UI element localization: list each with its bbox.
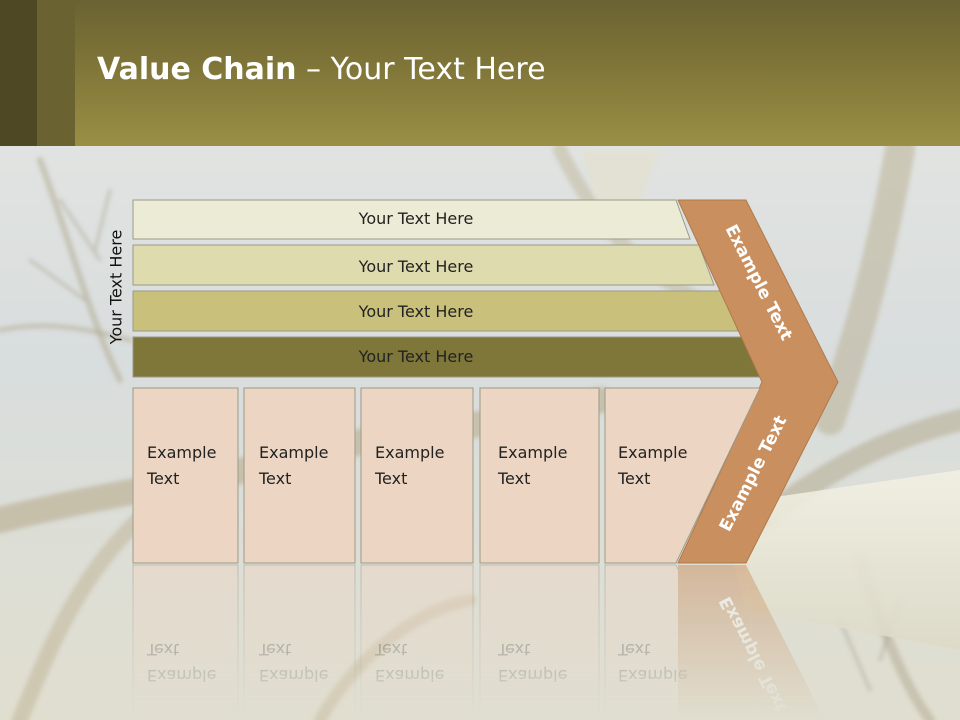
activity-box-1-line1: Example: [147, 443, 216, 462]
reflection-text-1b: Text: [146, 640, 179, 659]
reflection-text-3: Example: [375, 666, 444, 685]
activity-box-4-line2: Text: [497, 469, 530, 488]
activity-row-4-label: Your Text Here: [358, 347, 474, 366]
activity-row-4: Your Text Here: [132, 336, 763, 378]
activity-box-3-line1: Example: [375, 443, 444, 462]
activity-row-2-shape: [132, 244, 715, 286]
activity-row-2: Your Text Here: [132, 244, 715, 286]
reflection-text-5b: Text: [617, 640, 650, 659]
value-chevron-shape: [677, 199, 839, 564]
activity-rows: Your Text Here Your Text Here Your Text …: [132, 199, 763, 378]
activity-box-3-shape: [360, 387, 474, 564]
title-band-accent-mid: [37, 0, 75, 146]
reflection-text-4b: Text: [497, 640, 530, 659]
slide-title-rest: – Your Text Here: [296, 52, 546, 87]
title-band: [0, 0, 960, 146]
activity-box-5-line2: Text: [617, 469, 650, 488]
activity-row-1-label: Your Text Here: [358, 209, 474, 228]
activity-row-3: Your Text Here: [132, 290, 739, 332]
reflection-text-2: Example: [259, 666, 328, 685]
activity-box-2-line1: Example: [259, 443, 328, 462]
activity-box-1-line2: Text: [146, 469, 179, 488]
activity-box-5-line1: Example: [618, 443, 687, 462]
reflection-text-1: Example: [147, 666, 216, 685]
reflection-text-2b: Text: [258, 640, 291, 659]
title-band-accent-dark: [0, 0, 37, 146]
slide-title: Value Chain – Your Text Here: [97, 52, 546, 88]
activity-row-1: Your Text Here: [132, 199, 691, 240]
activity-box-1: Example Text: [132, 387, 239, 564]
reflection-text-5: Example: [618, 666, 687, 685]
activity-box-4: Example Text: [479, 387, 600, 564]
reflection-text-4: Example: [498, 666, 567, 685]
activity-box-1-shape: [132, 387, 239, 564]
activity-box-5-shape: [604, 387, 761, 564]
activity-box-3-line2: Text: [374, 469, 407, 488]
activity-row-1-shape: [132, 199, 691, 240]
activity-row-2-label: Your Text Here: [358, 257, 474, 276]
value-chevron: Example Text Example Text: [677, 199, 839, 564]
activity-box-3: Example Text: [360, 387, 474, 564]
activity-row-3-label: Your Text Here: [358, 302, 474, 321]
reflection-text-3b: Text: [374, 640, 407, 659]
activity-box-2-shape: [243, 387, 356, 564]
activity-box-5: Example Text: [604, 387, 761, 564]
reflection: Example Text Example Text Example Text E…: [132, 564, 825, 720]
activity-box-4-line1: Example: [498, 443, 567, 462]
activity-box-2-line2: Text: [258, 469, 291, 488]
activity-box-2: Example Text: [243, 387, 356, 564]
activity-boxes: Example Text Example Text Example Text E…: [132, 387, 761, 564]
activity-box-4-shape: [479, 387, 600, 564]
slide-title-bold: Value Chain: [97, 52, 297, 87]
